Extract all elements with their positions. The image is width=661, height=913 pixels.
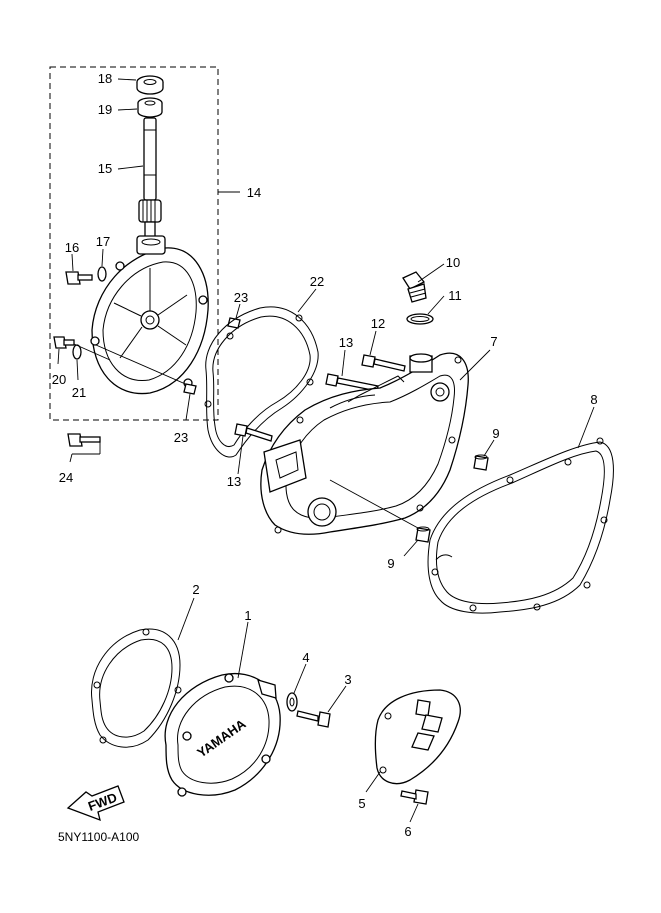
bolt-6: [400, 789, 429, 823]
bolt-16: [65, 253, 93, 285]
dowel-9-lower: [329, 479, 431, 557]
o-ring-11: [406, 295, 445, 325]
callout-20: 20: [52, 372, 66, 387]
callout-24: 24: [59, 470, 73, 485]
callout-21: 21: [72, 385, 86, 400]
callout-13-lower: 13: [227, 474, 241, 489]
callout-8: 8: [590, 392, 597, 407]
callout-6: 6: [404, 824, 411, 839]
dowel-pin-23-upper: [227, 303, 241, 329]
impeller-shaft-15: [117, 117, 162, 241]
callout-2: 2: [192, 582, 199, 597]
bolt-20: [53, 336, 75, 365]
callout-12: 12: [371, 316, 385, 331]
forward-arrow: FWD: [66, 785, 125, 822]
bolt-13-lower: [234, 423, 273, 475]
bearing-18: [117, 75, 164, 95]
callout-labels: 1 2 3 4 5 6 7 8 9 9 10 11 12 13 13 14 15…: [52, 71, 598, 839]
callout-15: 15: [98, 161, 112, 176]
oil-seal-19: [117, 97, 163, 118]
callout-11: 11: [448, 288, 462, 303]
callout-4: 4: [302, 650, 309, 665]
washer-4: [286, 663, 307, 712]
oil-filler-plug-10: [402, 263, 445, 303]
bolt-12: [361, 330, 406, 372]
callout-1: 1: [244, 608, 251, 623]
dowel-9-upper: [473, 439, 495, 471]
callout-10: 10: [446, 255, 460, 270]
washer-17: [97, 248, 107, 282]
sprocket-cover-5: [365, 689, 461, 793]
gasket-22: [204, 288, 319, 458]
callout-16: 16: [65, 240, 79, 255]
crankcase-cover-7: [260, 349, 491, 535]
washer-21: [72, 344, 82, 381]
gasket-2: [91, 597, 195, 748]
gasket-8: [427, 406, 614, 614]
callout-14: 14: [247, 185, 261, 200]
dowel-pin-23-lower: [183, 383, 197, 421]
bolt-24: [67, 343, 191, 463]
callout-5: 5: [358, 796, 365, 811]
callout-23-lower: 23: [174, 430, 188, 445]
callout-13-upper: 13: [339, 335, 353, 350]
callout-3: 3: [344, 672, 351, 687]
callout-22: 22: [310, 274, 324, 289]
callout-9-upper: 9: [492, 426, 499, 441]
callout-23-upper: 23: [234, 290, 248, 305]
water-pump-cover-14: [90, 235, 209, 395]
diagram-code: 5NY1100-A100: [58, 830, 139, 844]
bolt-3: [296, 685, 347, 728]
callout-19: 19: [98, 102, 112, 117]
assembly-box-14: [49, 66, 240, 421]
callout-7: 7: [490, 334, 497, 349]
callout-18: 18: [98, 71, 112, 86]
clutch-cover-1: YAMAHA: [164, 621, 281, 797]
callout-9-lower: 9: [387, 556, 394, 571]
callout-17: 17: [96, 234, 110, 249]
